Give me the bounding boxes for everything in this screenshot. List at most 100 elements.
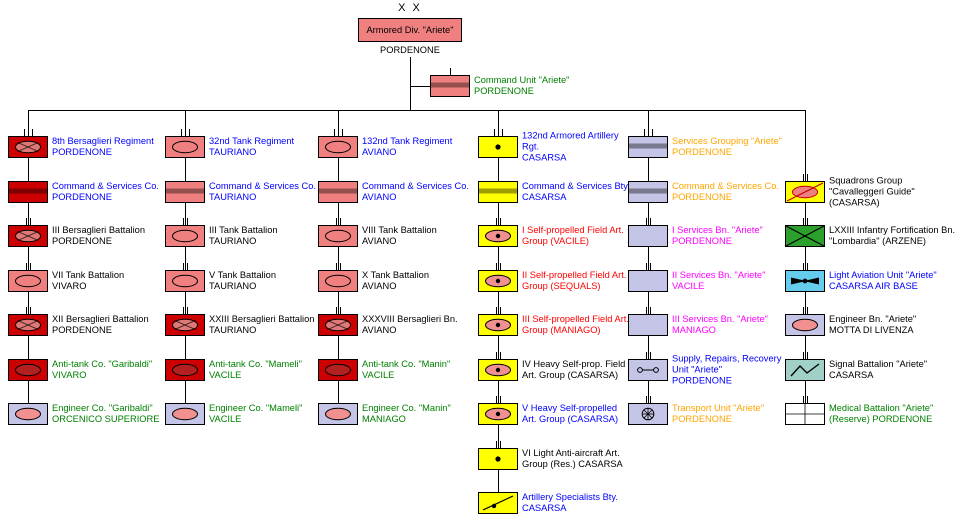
unit-size-ticks — [8, 351, 48, 359]
unit-node: 132nd Armored Artillery Rgt.CASARSA — [478, 129, 619, 163]
unit-node: I Self-propelled Field Art. Group (VACIL… — [478, 218, 624, 247]
unit-location: CASARSA — [522, 152, 567, 163]
unit-location: CASARSA — [522, 191, 567, 202]
unit-symbol-box — [628, 314, 668, 336]
unit-location: PORDENONE — [672, 147, 732, 157]
unit-size-ticks — [165, 217, 205, 225]
unit-label: Anti-tank Co. "Mameli"VACILE — [209, 359, 316, 381]
size-tick — [337, 396, 339, 403]
unit-size-ticks — [165, 128, 205, 136]
size-tick — [335, 218, 337, 225]
armor-ellipse-icon — [15, 363, 41, 376]
unit-symbol-box — [430, 75, 470, 97]
unit-symbol-box — [785, 180, 825, 203]
unit-label: Command & Services Co.PORDENONE — [672, 181, 784, 203]
unit-size-ticks — [318, 173, 358, 181]
unit-symbol-box — [785, 358, 825, 381]
unit-name: Medical Battalion "Ariete" — [829, 403, 934, 413]
unit-node: Command & Services Co.PORDENONE — [8, 173, 159, 203]
unit-size-ticks — [318, 217, 358, 225]
unit-node: Engineer Co. "Mameli"VACILE — [165, 396, 302, 425]
size-tick — [649, 218, 651, 225]
unit-node: Anti-tank Co. "Manin"VACILE — [318, 351, 450, 381]
unit-size-ticks — [628, 173, 668, 181]
unit-name: Command & Services Co. — [209, 180, 316, 191]
unit-name: III Bersaglieri Battalion — [52, 225, 146, 235]
unit-size-ticks — [8, 173, 48, 181]
unit-name: III Services Bn. "Ariete" — [672, 314, 768, 324]
unit-label: I Self-propelled Field Art. Group (VACIL… — [522, 225, 630, 247]
unit-name: Command & Services Co. — [52, 180, 159, 191]
unit-symbol-box — [8, 136, 48, 158]
unit-label: II Services Bn. "Ariete"VACILE — [672, 270, 784, 292]
unit-node: II Services Bn. "Ariete"VACILE — [628, 262, 765, 292]
unit-location: TAURIANO — [209, 236, 257, 246]
size-tick — [31, 129, 33, 136]
unit-size-ticks — [8, 128, 48, 136]
unit-symbol-box — [318, 269, 358, 292]
unit-location: VACILE — [209, 369, 242, 380]
size-tick — [337, 351, 339, 359]
unit-node: Command & Services Co.PORDENONE — [628, 173, 779, 203]
size-tick — [27, 129, 29, 136]
size-tick — [27, 173, 29, 181]
division-box: Armored Div. "Ariete" — [358, 18, 462, 42]
unit-node: XXXVIII Bersaglieri Bn.AVIANO — [318, 307, 458, 336]
unit-size-ticks — [478, 440, 518, 448]
unit-size-ticks — [165, 395, 205, 403]
unit-size-ticks — [165, 173, 205, 181]
unit-location: PORDENONE — [672, 375, 732, 385]
armor-ellipse-icon — [172, 140, 198, 154]
unit-name: Command & Services Co. — [362, 180, 469, 191]
unit-location: VACILE — [209, 414, 242, 424]
size-tick — [186, 218, 188, 225]
connector-line — [338, 110, 339, 414]
unit-size-ticks — [165, 306, 205, 314]
unit-symbol-box — [318, 403, 358, 425]
size-tick — [645, 351, 647, 359]
unit-symbol-box — [478, 180, 518, 203]
unit-size-ticks — [785, 351, 825, 359]
size-tick — [337, 173, 339, 181]
size-tick — [802, 218, 804, 225]
size-tick — [501, 129, 503, 136]
unit-label: Engineer Co. "Garibaldi"ORCENICO SUPERIO… — [52, 403, 165, 425]
headquarters-stripe-icon — [629, 143, 667, 149]
size-tick — [499, 396, 501, 403]
unit-label: Command & Services Co.AVIANO — [362, 181, 475, 203]
unit-size-ticks — [8, 395, 48, 403]
unit-size-ticks — [165, 262, 205, 270]
unit-size-ticks — [785, 306, 825, 314]
size-tick — [802, 173, 804, 181]
unit-name: VI Light Anti-aircraft Art. Group (Res.)… — [522, 447, 623, 469]
unit-symbol-box — [318, 180, 358, 203]
unit-symbol-box — [165, 358, 205, 381]
unit-location: PORDENONE — [672, 414, 732, 424]
headquarters-stripe-icon — [319, 188, 357, 193]
unit-symbol-box — [165, 225, 205, 247]
connector-line — [498, 110, 499, 503]
unit-node: Engineer Bn. "Ariete"MOTTA DI LIVENZA — [785, 307, 916, 336]
unit-node: Supply, Repairs, Recovery Unit "Ariete"P… — [628, 351, 781, 385]
size-tick — [647, 173, 649, 181]
unit-label: 132nd Armored Artillery Rgt.CASARSA — [522, 131, 630, 164]
unit-symbol-box — [628, 225, 668, 247]
unit-node: II Self-propelled Field Art. Group (SEQU… — [478, 262, 626, 292]
size-tick — [495, 262, 497, 270]
unit-size-ticks — [628, 262, 668, 270]
size-tick — [495, 396, 497, 403]
unit-label: III Self-propelled Field Art. Group (MAN… — [522, 314, 630, 336]
unit-node: V Heavy Self-propelled Art. Group (CASAR… — [478, 396, 618, 425]
unit-name: 132nd Armored Artillery Rgt. — [522, 130, 619, 152]
unit-size-ticks — [628, 217, 668, 225]
self-propelled-artillery-icon — [485, 407, 511, 421]
unit-symbol-box — [628, 269, 668, 292]
size-tick — [29, 218, 31, 225]
size-tick — [495, 307, 497, 314]
unit-size-ticks — [318, 306, 358, 314]
